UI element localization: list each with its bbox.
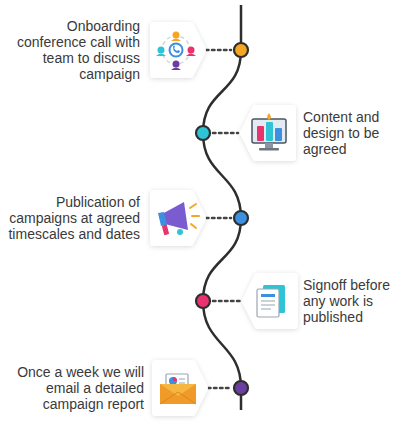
leader-dots [213,132,238,135]
leader-dots [206,49,231,52]
timeline-dot [234,211,248,225]
step-text: Onboarding conference call with team to … [4,18,140,82]
timeline-dot [196,294,210,308]
icon-tile [244,109,292,157]
leader-dots [213,300,240,303]
timeline-dot [196,126,210,140]
timeline-dot [234,381,248,395]
step-text: Signoff before any work is published [303,277,403,325]
icon-tile [154,26,202,74]
timeline-dot [234,43,248,57]
step-text: Publication of campaigns at agreed times… [4,194,140,242]
icon-tile [154,194,202,242]
conference-icon [156,32,196,71]
documents-icon [257,285,285,317]
icon-tile [246,277,294,325]
design-icon [252,113,286,151]
step-text: Content and design to be agreed [303,109,399,157]
icon-tile [156,364,204,412]
email-report-icon [160,374,196,404]
leader-dots [208,387,231,390]
leader-dots [206,217,231,220]
megaphone-icon [158,202,199,235]
step-text: Once a week we will email a detailed cam… [4,364,144,412]
timeline-wave [203,5,241,410]
